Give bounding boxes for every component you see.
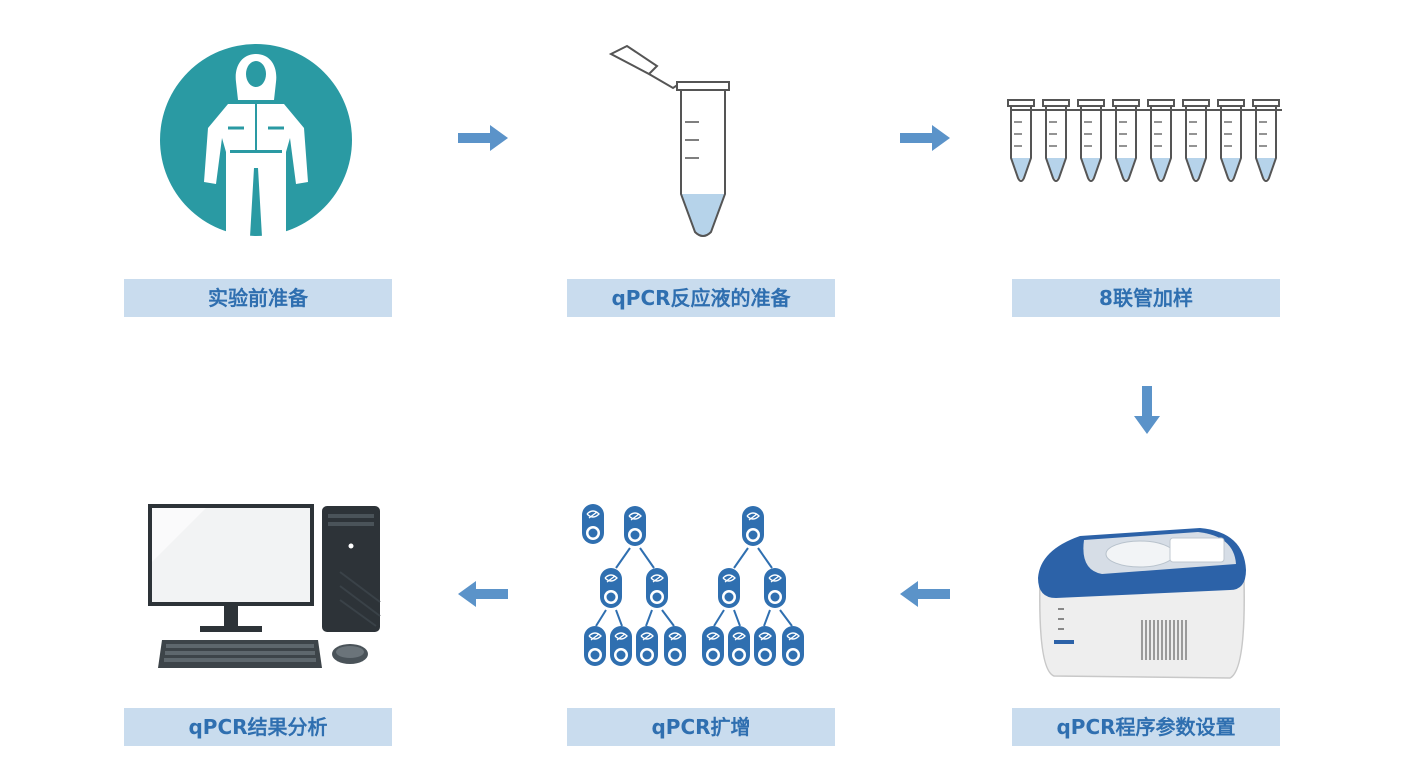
arrow-right-icon — [900, 125, 950, 151]
step-2-label: qPCR反应液的准备 — [567, 279, 835, 317]
step-6-label: qPCR结果分析 — [124, 708, 392, 746]
protective-suit-icon — [160, 44, 352, 237]
step-1-label: 实验前准备 — [124, 279, 392, 317]
eight-strip-tubes-icon — [1007, 99, 1282, 182]
microcentrifuge-tube-icon — [608, 44, 730, 237]
computer-icon — [148, 504, 381, 668]
step-5-label: qPCR扩增 — [567, 708, 835, 746]
arrow-left-icon — [458, 581, 508, 607]
step-4-label: qPCR程序参数设置 — [1012, 708, 1280, 746]
arrow-left-icon — [900, 581, 950, 607]
step-3-label: 8联管加样 — [1012, 279, 1280, 317]
arrow-down-icon — [1134, 386, 1160, 434]
amplification-tree-icon — [582, 504, 805, 667]
arrow-right-icon — [458, 125, 508, 151]
qpcr-instrument-icon — [1038, 528, 1246, 679]
